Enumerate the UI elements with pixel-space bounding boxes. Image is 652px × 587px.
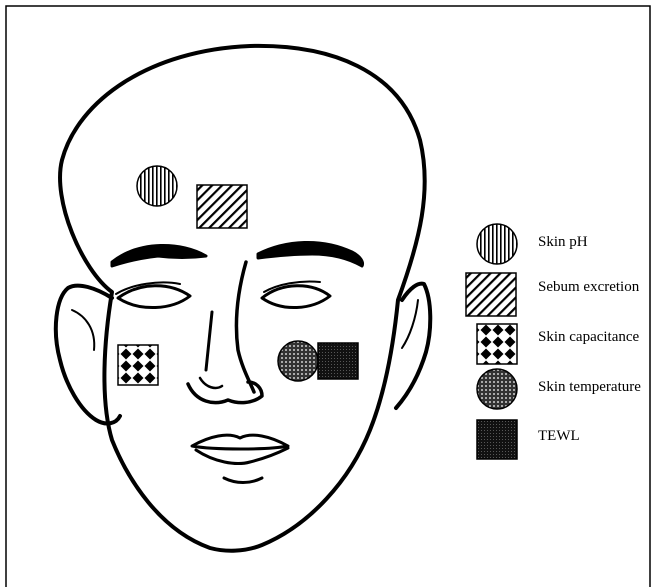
legend-skin-ph-symbol — [477, 224, 517, 264]
legend-sebum-symbol — [466, 273, 516, 316]
legend-label-skin-capacitance: Skin capacitance — [538, 329, 639, 346]
chin-line — [224, 478, 262, 483]
face-outline — [56, 46, 430, 551]
nose-nostril — [200, 378, 222, 388]
marker-skin-ph-forehead — [137, 166, 177, 206]
marker-capacitance-cheek — [118, 345, 158, 385]
left-eyebrow — [258, 242, 363, 266]
legend-label-skin-ph: Skin pH — [538, 234, 588, 251]
legend-label-sebum-excretion: Sebum excretion — [538, 279, 639, 296]
right-ear-inner — [402, 300, 418, 348]
head-contour — [60, 46, 425, 551]
legend-tewl-symbol — [477, 420, 517, 459]
legend-label-tewl: TEWL — [538, 428, 580, 445]
left-ear-inner — [72, 310, 94, 350]
nose-left-side — [206, 312, 212, 370]
marker-temperature-cheek — [278, 341, 318, 381]
legend-symbols — [466, 224, 517, 459]
marker-tewl-cheek — [318, 343, 358, 379]
marker-sebum-forehead — [197, 185, 247, 228]
nose-bridge — [236, 262, 254, 392]
upper-lip — [192, 435, 288, 449]
right-eyebrow — [112, 245, 206, 266]
legend-temperature-symbol — [477, 369, 517, 409]
right-ear — [396, 284, 430, 408]
legend-label-skin-temperature: Skin temperature — [538, 379, 641, 396]
legend-capacitance-symbol — [477, 324, 517, 364]
